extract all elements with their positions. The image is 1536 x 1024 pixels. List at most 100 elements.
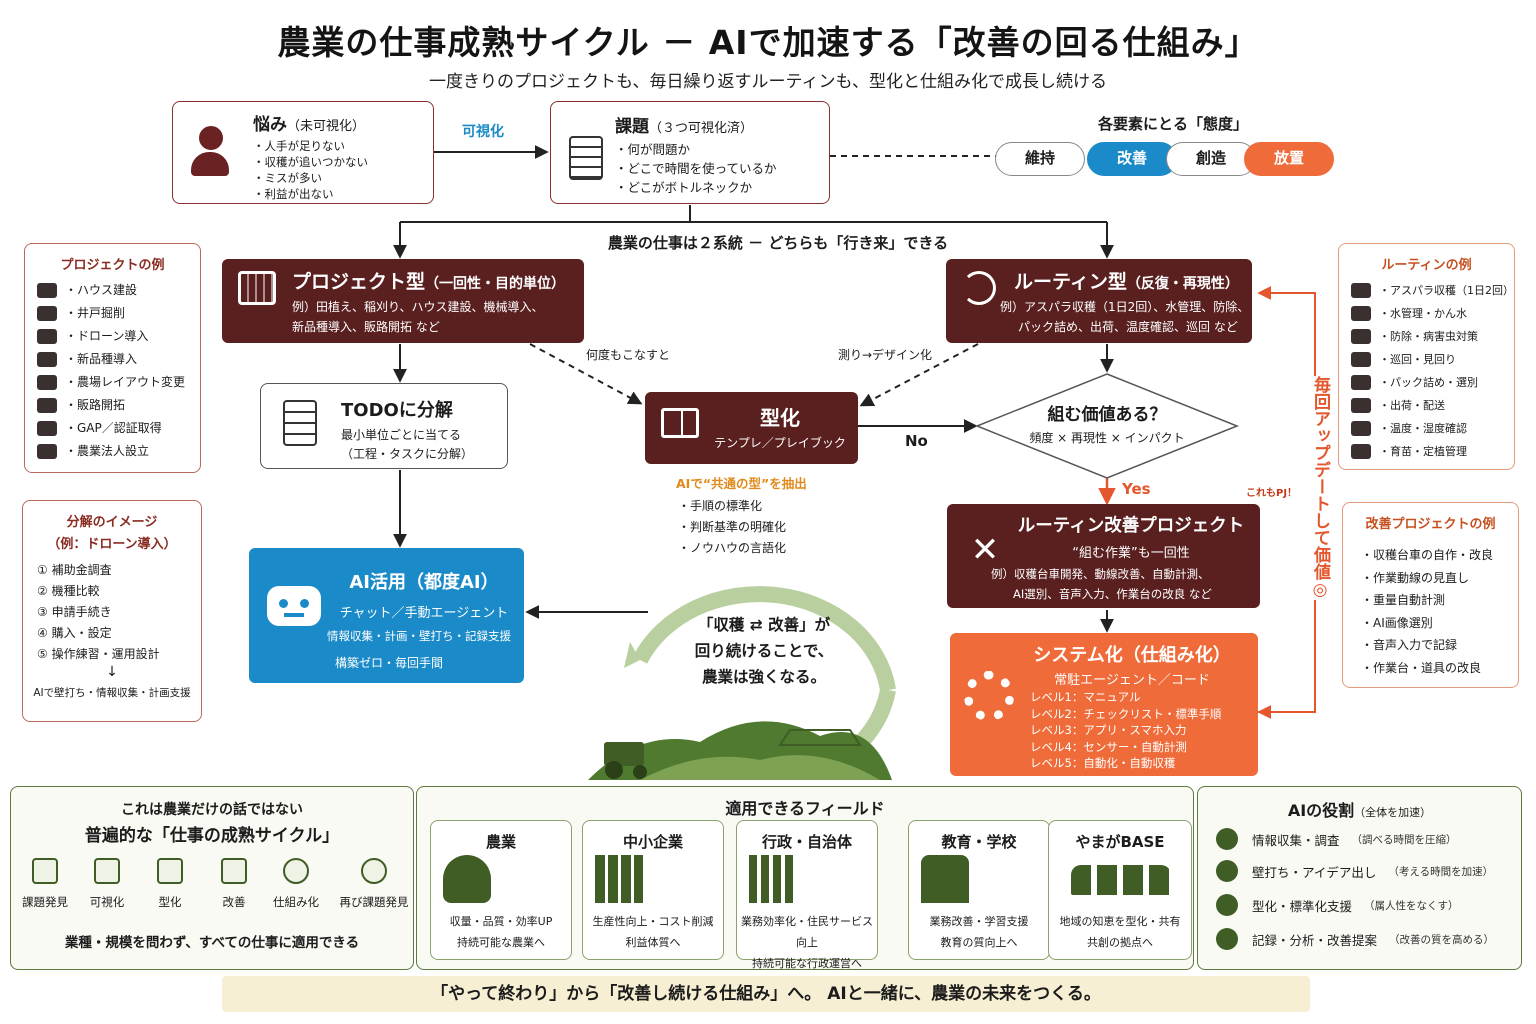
split-label: 農業の仕事は２系統 － どちらも「行き来」できる [607,234,949,252]
routine-project-sub: “組む作業”も一回性 [1072,546,1190,561]
decompose-step: ① 補助金調査 [37,563,112,577]
farm-hills [588,721,892,780]
routine-examples-panel: ルーティンの例 ・アスパラ収穫（1日2回） ・水管理・かん水 ・防除・病害虫対策… [1338,243,1515,470]
list-item: ・アスパラ収穫（1日2回） [1339,279,1514,302]
refresh-icon [962,271,996,305]
decompose-step: ⑤ 操作練習・運用設計 [37,647,160,661]
decompose-panel: 分解のイメージ （例：ドローン導入） ① 補助金調査 ② 機種比較 ③ 申請手続… [22,500,202,722]
decompose-step: ② 機種比較 [37,584,100,598]
routine-note: （反復・再現性） [1126,276,1239,292]
universal-cycle-panel: これは農業だけの話ではない 普遍的な「仕事の成熟サイクル」 業種・規模を問わず、… [10,786,414,970]
ai-roles-note: （全体を加速） [1354,806,1432,819]
asparagus-icon [1351,283,1371,298]
thermometer-icon [1351,421,1371,436]
calendar-icon [32,858,58,884]
ai-role-item: 型化・標準化支援（属人性をなくす） [1216,892,1459,918]
sprayer-icon [1351,329,1371,344]
project-examples-title: プロジェクトの例 [60,258,165,273]
water-icon [1351,306,1371,321]
routine-project-title: ルーティン改善プロジェクト [1017,516,1245,536]
attitude-pill-kaizen: 改善 [1087,142,1177,176]
field-card-government: 行政・自治体業務効率化・住民サービス向上持続可能な行政運営へ [736,820,878,970]
nayami-item: ・ミスが多い [253,171,322,185]
nayami-item: ・利益が出ない [253,187,334,201]
tools-icon: ✕ [970,530,1000,570]
kata-item: ・ノウハウの言語化 [678,541,787,555]
kadai-note: （３つ可視化済） [649,121,754,136]
kaizen-examples-panel: 改善プロジェクトの例 ・収穫台車の自作・改良 ・作業動線の見直し ・重量自動計測… [1342,502,1519,688]
cycle-step: 型化 [143,858,197,910]
seedling-tray-icon [1351,444,1371,459]
system-level: レベル1：マニュアル [1030,690,1141,704]
cycle-step: 課題発見 [18,858,72,910]
universal-line1: これは農業だけの話ではない [121,802,303,818]
school-icon [921,855,969,903]
certificate-icon [37,421,57,436]
decompose-footer: AIで壁打ち・情報収集・計画支援 [33,687,191,699]
project-title: プロジェクト型 [292,271,426,293]
kadai-item: ・どこで時間を使っているか [615,161,777,176]
gear-icon [964,671,1014,721]
layout-icon [37,375,57,390]
project-note: （一回性・目的単位） [425,276,566,292]
cycle-step: 仕組み化 [269,858,323,910]
ai-use-sub: チャット／手動エージェント [339,606,509,621]
ai-roles-title: AIの役割 [1287,801,1355,820]
system-sub: 常駐エージェント／コード [1054,673,1210,688]
book-icon [157,858,183,884]
list-item: ・音声入力で記録 [1361,638,1458,652]
list-item: ・ドローン導入 [25,325,200,348]
truck-icon [1351,398,1371,413]
list-item: ・井戸掘削 [25,302,200,325]
improve-icon [221,858,247,884]
building-icon [37,444,57,459]
cycle-ring-right [835,688,896,767]
label-many-times: 何度もこなすと [586,348,671,362]
decompose-step: ④ 購入・設定 [37,626,112,640]
kata-item: ・判断基準の明確化 [678,520,787,534]
list-item: ・育苗・定植管理 [1339,440,1514,463]
routine-desc: パック詰め、出荷、温度確認、巡回 など [1018,320,1238,334]
routine-project-desc: AI選別、音声入力、作業台の改良 など [1013,587,1212,601]
decompose-title: 分解のイメージ [66,515,158,530]
list-item: ・作業台・道具の改良 [1361,660,1482,675]
office-building-icon [595,855,643,903]
ai-role-item: 壁打ち・アイデア出し（考える時間を加速） [1216,858,1493,884]
system-level: レベル5：自動化・自動収穫 [1030,756,1176,770]
brainstorm-icon [1216,860,1238,882]
worried-person-icon [191,126,231,176]
kata-box: 型化 テンプレ／プレイブック [645,392,858,464]
system-box: システム化（仕組み化） 常駐エージェント／コード レベル1：マニュアル レベル2… [950,633,1258,776]
cycle-ring-left [624,642,640,668]
todo-desc: 最小単位ごとに当てる [341,428,462,442]
list-item: ・収穫台車の自作・改良 [1361,548,1494,562]
fields-title: 適用できるフィールド [725,799,885,818]
tractor-icon [604,742,644,766]
drone-icon [37,329,57,344]
down-arrow-icon: ↓ [106,664,118,680]
universal-footer: 業種・規模を問わず、すべての仕事に適用できる [64,935,360,951]
routine-desc: 例）アスパラ収穫（1日2回）、水管理、防除、 [1000,300,1250,314]
system-title: システム化（仕組み化） [1033,645,1231,666]
book-icon [661,408,699,438]
robot-icon [267,586,321,626]
ai-roles-panel: AIの役割（全体を加速） [1197,786,1522,970]
label-no: No [905,432,928,450]
ai-use-desc: 構築ゼロ・毎回手間 [334,656,443,670]
routine-type-box: ルーティン型（反復・再現性） 例）アスパラ収穫（1日2回）、水管理、防除、 パッ… [946,259,1252,343]
todo-box: TODOに分解 最小単位ごとに当てる （工程・タスクに分解） [260,383,508,469]
universal-line2: 普遍的な「仕事の成熟サイクル」 [84,826,340,846]
nayami-item: ・収穫が追いつかない [253,155,368,169]
kadai-title: 課題 [615,117,649,137]
list-item: ・パック詰め・選別 [1339,371,1514,394]
attitude-pill-houchi: 放置 [1244,142,1334,176]
routine-examples-title: ルーティンの例 [1381,258,1472,273]
well-icon [37,306,57,321]
list-item: ・巡回・見回り [1339,348,1514,371]
list-item: ・農業法人設立 [25,440,200,463]
todo-list-icon [283,400,317,446]
routine-project-box: ✕ ルーティン改善プロジェクト “組む作業”も一回性 例）収穫台車開発、動線改善… [947,504,1260,608]
nayami-note: （未可視化） [287,119,366,134]
research-icon [1216,828,1238,850]
